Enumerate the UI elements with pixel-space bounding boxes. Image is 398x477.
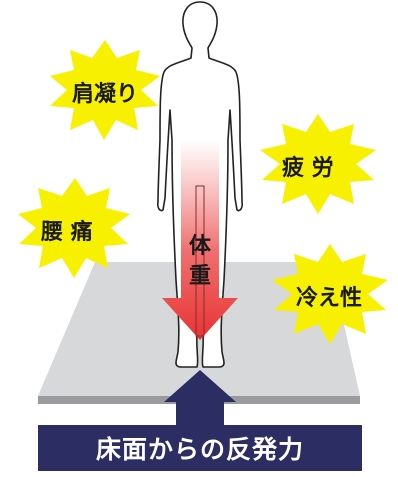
weight-label-char-2: 重: [188, 264, 211, 289]
symptom-fatigue: 疲 労: [282, 156, 334, 181]
burst-shoulder: [50, 40, 160, 140]
weight-label-char-1: 体: [188, 234, 211, 259]
symptom-cold-sensitivity: 冷え性: [296, 286, 363, 311]
symptom-back-pain: 腰 痛: [41, 220, 93, 245]
reaction-force-arrow: [164, 370, 236, 426]
burst-fatigue: [260, 114, 376, 214]
weight-arrow-slot: [195, 185, 205, 337]
symptom-shoulder-stiffness: 肩凝り: [72, 82, 139, 107]
weight-arrow: [162, 140, 238, 340]
burst-cold: [272, 244, 388, 344]
ground-reaction-force-label: 床面からの反発力: [38, 425, 362, 471]
burst-back: [18, 178, 130, 278]
